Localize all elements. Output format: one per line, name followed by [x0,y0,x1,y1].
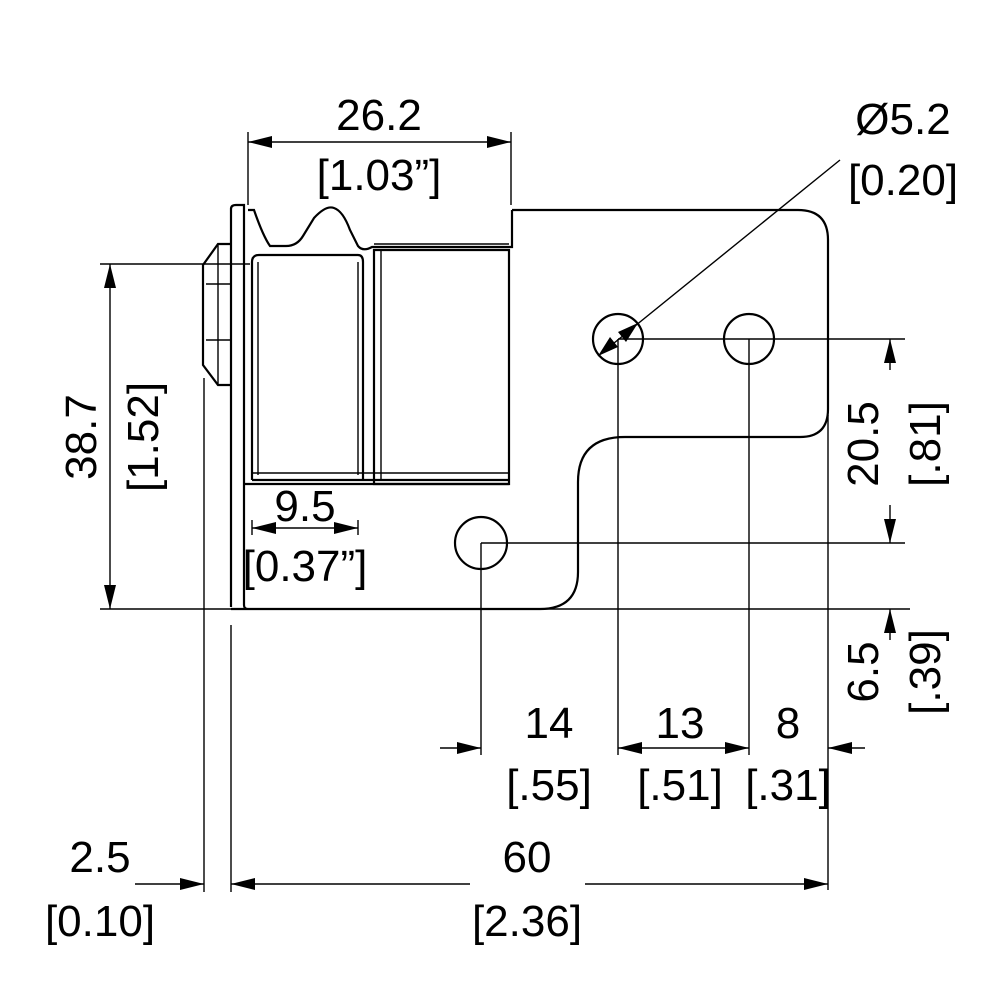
dim-spacing-14-mm: 14 [525,699,574,748]
dim-hole-dia-inch: [0.20] [848,156,958,205]
dim-spacing-14-inch: [.55] [506,761,592,810]
dim-height-mm: 38.7 [57,394,106,480]
dim-thickness-mm: 2.5 [69,833,130,882]
cage-nut-housing [244,206,514,486]
dim-total-length-inch: [2.36] [472,897,582,946]
dim-height-inch: [1.52] [119,382,168,492]
dim-top-width-mm: 26.2 [336,91,422,140]
dim-hole-vertical-inch: [.81] [901,401,950,487]
dim-bottom-offset-mm: 6.5 [839,641,888,702]
dimension-lines [104,136,896,890]
dim-edge-8-inch: [.31] [745,761,831,810]
dimension-labels: 26.2 [1.03”] Ø5.2 [0.20] 38.7 [1.52] 9.5… [45,91,958,946]
dim-top-width-inch: [1.03”] [317,151,442,200]
dim-inner-width-inch: [0.37”] [243,542,368,591]
dim-hole-vertical-mm: 20.5 [839,401,888,487]
dim-spacing-13-mm: 13 [656,699,705,748]
dim-hole-dia-mm: Ø5.2 [855,95,950,144]
dim-inner-width-mm: 9.5 [274,482,335,531]
dim-edge-8-mm: 8 [776,699,800,748]
dim-spacing-13-inch: [.51] [637,761,723,810]
dim-total-length-mm: 60 [503,833,552,882]
extension-lines [100,132,910,892]
dim-thickness-inch: [0.10] [45,897,155,946]
dim-bottom-offset-inch: [.39] [901,629,950,715]
